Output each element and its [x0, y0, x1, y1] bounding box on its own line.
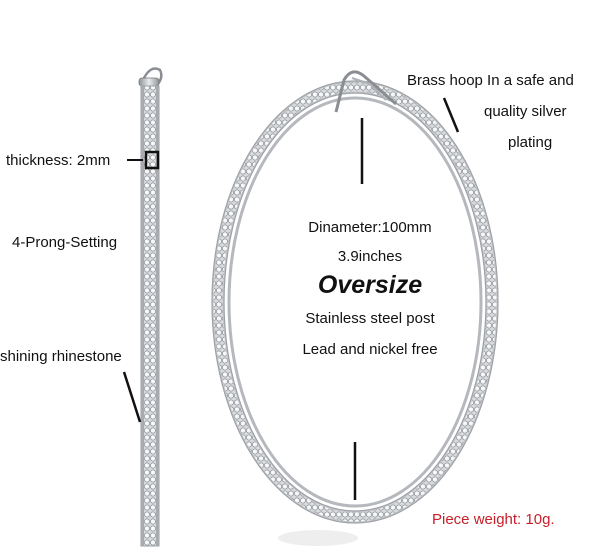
oversize-title: Oversize	[317, 271, 423, 299]
brass-label-line3: plating	[508, 134, 553, 151]
thickness-marker	[144, 150, 160, 170]
piece-weight-label: Piece weight: 10g.	[432, 511, 555, 528]
inches-label: 3.9inches	[337, 248, 403, 265]
rhinestone-label: shining rhinestone	[0, 348, 122, 365]
diameter-label: Dinameter:100mm	[308, 219, 432, 236]
rhinestone-leader	[122, 371, 142, 423]
post-label: Stainless steel post	[305, 310, 435, 327]
brass-leader	[442, 97, 460, 133]
front-view-hoop	[211, 70, 499, 546]
lead-free-label: Lead and nickel free	[302, 341, 438, 358]
prong-setting-label: 4-Prong-Setting	[12, 234, 118, 251]
brass-label-line1: Brass hoop In a safe and	[407, 72, 574, 89]
annotation-lines	[122, 97, 460, 500]
thickness-label: thickness: 2mm	[6, 152, 111, 169]
brass-label-line2: quality silver	[484, 103, 567, 120]
side-view-hoop	[138, 67, 163, 547]
